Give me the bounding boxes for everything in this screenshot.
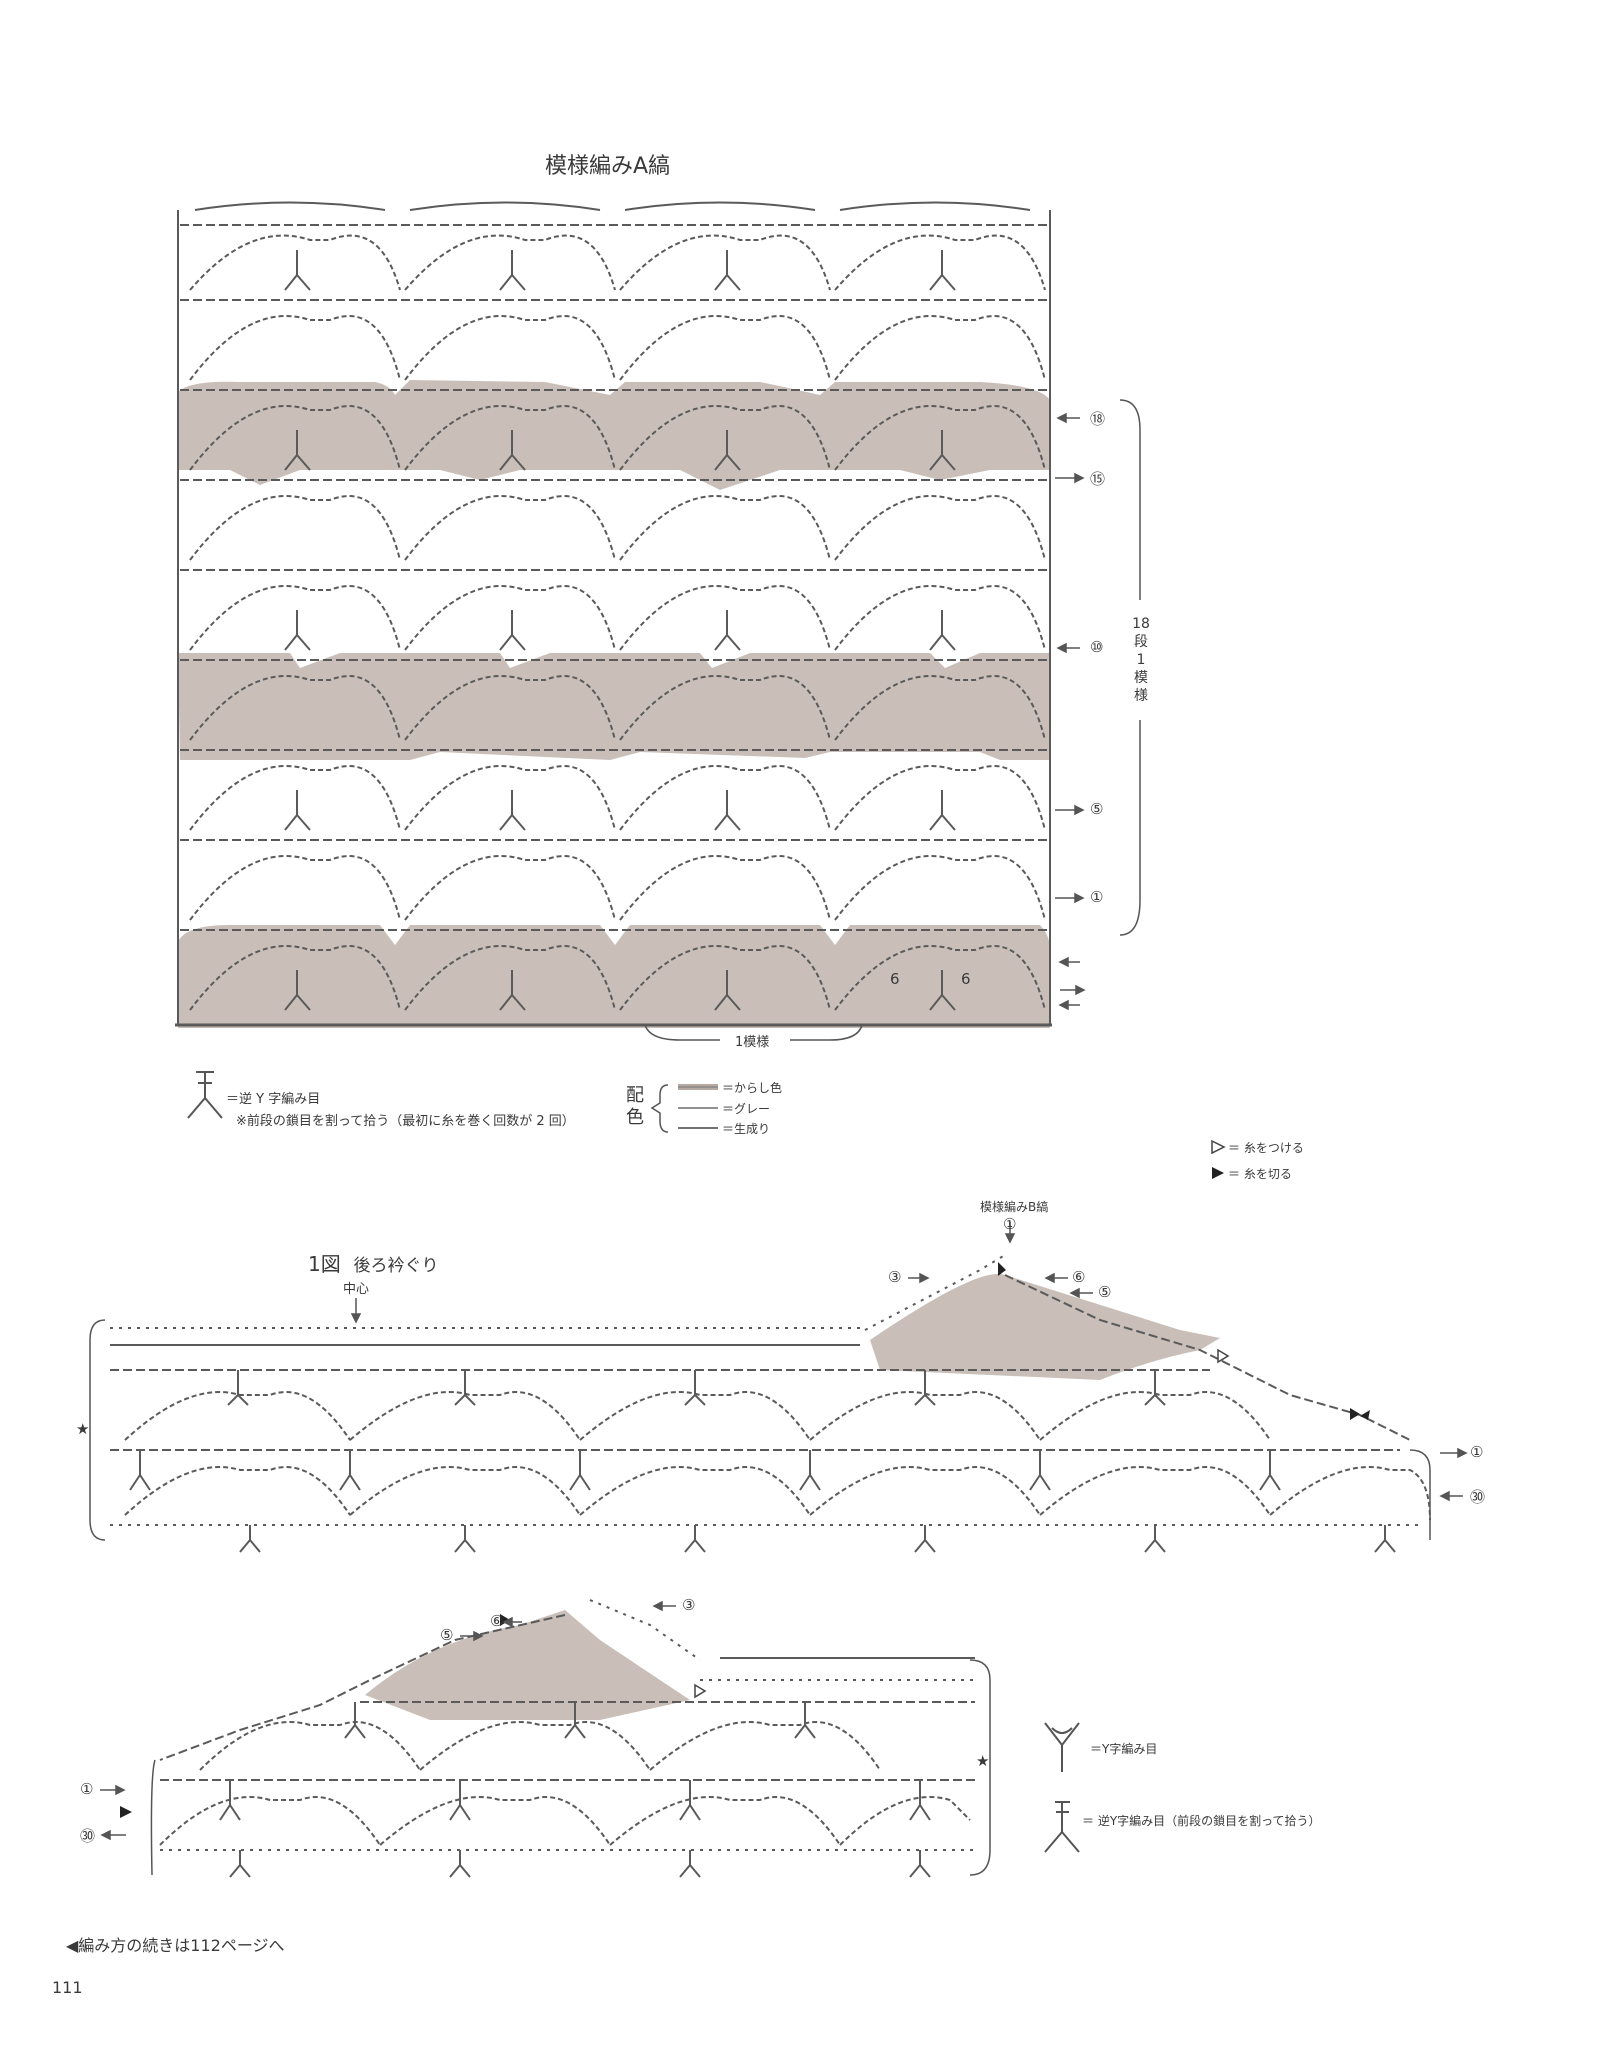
- row-marker-1: ①: [1090, 888, 1104, 906]
- rows-per-repeat-label: 18 段 1 模 様: [1132, 616, 1150, 704]
- legend1-color-brace: [650, 1084, 669, 1133]
- legend3-y-stitch-symbol: [1044, 1722, 1080, 1772]
- fig2-marker-5: ⑤: [440, 1626, 454, 1644]
- fig2-left-marker-30: ㉚: [80, 1827, 96, 1845]
- fig1-right-brace: [1409, 1449, 1431, 1540]
- row-marker-15: ⑮: [1090, 470, 1106, 488]
- pattern-b-label: 模様編みB縞: [980, 1200, 1049, 1214]
- reverse-y-stitch-label: ＝ 逆Y字編み目（前段の鎖目を割って拾う）: [1082, 1814, 1321, 1828]
- fig2-arrows: [100, 1600, 676, 1841]
- six-label-1: 6: [890, 970, 900, 988]
- fig2-right-brace: [969, 1659, 991, 1876]
- color-grey-label: ＝グレー: [722, 1102, 771, 1116]
- cut-thread-icon: [1212, 1167, 1224, 1179]
- page-number: 111: [52, 1978, 83, 1997]
- row-marker-5: ⑤: [1090, 800, 1104, 818]
- fig1-arrows: [350, 1222, 1468, 1502]
- fig1-right-marker-30: ㉚: [1470, 1488, 1486, 1506]
- chart-a-row-arrows: [1055, 412, 1086, 1011]
- fig2-left-marker-1: ①: [80, 1780, 94, 1798]
- legend1-reverse-y-symbol: [187, 1071, 223, 1119]
- attach-thread-icon: [1211, 1139, 1226, 1155]
- y-stitch-label: ＝Y字編み目: [1090, 1742, 1158, 1756]
- color-heading: 配 色: [626, 1085, 644, 1128]
- color-ecru-label: ＝生成り: [722, 1122, 771, 1136]
- fig1-marker-6: ⑥: [1072, 1268, 1086, 1286]
- chart-a-stitches: [175, 201, 1052, 1027]
- fig2-star: ★: [976, 1752, 990, 1770]
- cut-thread-label: ＝ 糸を切る: [1228, 1167, 1292, 1181]
- row-marker-10: ⑩: [1090, 638, 1104, 656]
- fig1-marker-5: ⑤: [1098, 1283, 1112, 1301]
- chart-a-color-bands: [178, 380, 1050, 1028]
- fig2-color-band: [365, 1610, 690, 1720]
- fig1-title: 1図 後ろ衿ぐり: [308, 1252, 439, 1276]
- fig2-stitches: [159, 1599, 975, 1878]
- fig1-stitches: [110, 1254, 1431, 1553]
- fig1-right-marker-1: ①: [1470, 1443, 1484, 1461]
- fig1-marker-1: ①: [1003, 1215, 1017, 1233]
- fig1-star: ★: [76, 1420, 90, 1438]
- fig2-marker-6: ⑥: [490, 1612, 504, 1630]
- chart-a-row-brace: [1119, 399, 1141, 936]
- legend3-reverse-y-symbol: [1044, 1801, 1080, 1853]
- legend-reverse-y-label: ＝逆 Y 字編み目: [226, 1092, 321, 1107]
- attach-thread-label: ＝ 糸をつける: [1228, 1141, 1304, 1155]
- legend-reverse-y-note: ※前段の鎖目を割って拾う（最初に糸を巻く回数が 2 回）: [236, 1114, 575, 1129]
- center-label: 中心: [343, 1282, 370, 1297]
- fig2-marker-3: ③: [682, 1596, 696, 1614]
- row-marker-18: ⑱: [1090, 410, 1106, 428]
- fig1-left-brace: [89, 1319, 106, 1541]
- chart-a-repeat-brace: [644, 1024, 863, 1041]
- continue-note: ◀編み方の続きは112ページへ: [66, 1936, 285, 1955]
- chart-a-title: 模様編みA縞: [545, 154, 671, 179]
- fig1-marker-3: ③: [888, 1268, 902, 1286]
- repeat-label: 1模様: [735, 1035, 770, 1050]
- color-mustard-label: ＝からし色: [722, 1081, 783, 1095]
- fig1-color-band: [870, 1273, 1220, 1380]
- six-label-2: 6: [961, 970, 971, 988]
